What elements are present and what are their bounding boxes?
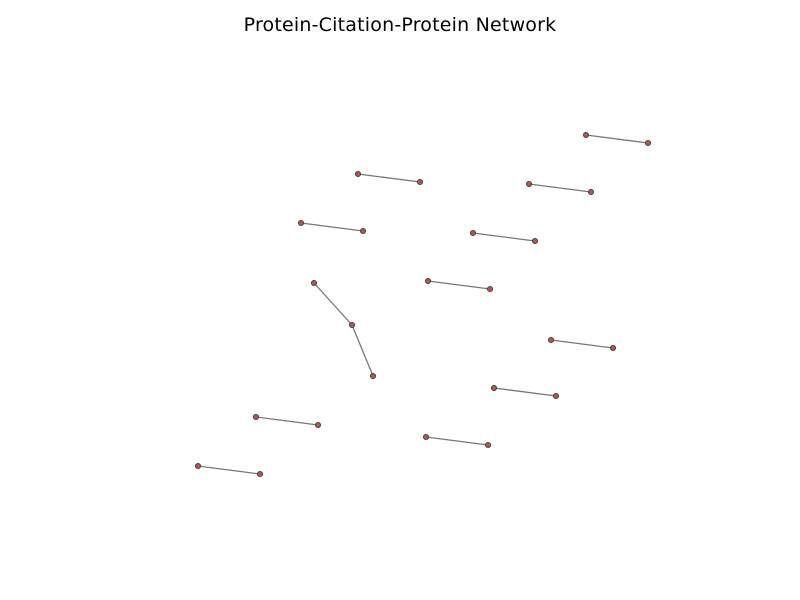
edge-n18-n19	[493, 387, 557, 397]
node-n24	[194, 462, 202, 470]
node-n12	[486, 285, 494, 293]
edge-n16-n17	[550, 339, 614, 349]
edge-n5-n6	[528, 183, 592, 193]
node-n10	[531, 237, 539, 245]
node-n5	[525, 180, 533, 188]
node-n19	[552, 392, 560, 400]
edge-n14-n15	[351, 324, 374, 377]
edge-n7-n8	[300, 222, 364, 232]
edge-n20-n21	[255, 416, 319, 426]
chart-title: Protein-Citation-Protein Network	[243, 14, 557, 36]
nodes-layer	[194, 131, 652, 478]
edge-n22-n23	[425, 436, 489, 446]
node-n18	[490, 384, 498, 392]
edge-n13-n14	[313, 282, 353, 326]
node-n9	[469, 229, 477, 237]
node-n16	[547, 336, 555, 344]
node-n15	[369, 372, 377, 380]
node-n1	[582, 131, 590, 139]
node-n25	[256, 470, 264, 478]
node-n11	[424, 277, 432, 285]
node-n23	[484, 441, 492, 449]
edge-n24-n25	[197, 465, 261, 475]
edge-n3-n4	[357, 173, 421, 183]
node-n4	[416, 178, 424, 186]
node-n8	[359, 227, 367, 235]
node-n7	[297, 219, 305, 227]
edge-n9-n10	[472, 232, 536, 242]
edge-n1-n2	[585, 134, 649, 144]
node-n17	[609, 344, 617, 352]
node-n3	[354, 170, 362, 178]
node-n13	[310, 279, 318, 287]
edges-layer	[197, 134, 649, 475]
node-n21	[314, 421, 322, 429]
node-n2	[644, 139, 652, 147]
node-n22	[422, 433, 430, 441]
node-n6	[587, 188, 595, 196]
node-n20	[252, 413, 260, 421]
edge-n11-n12	[427, 280, 491, 290]
node-n14	[348, 321, 356, 329]
